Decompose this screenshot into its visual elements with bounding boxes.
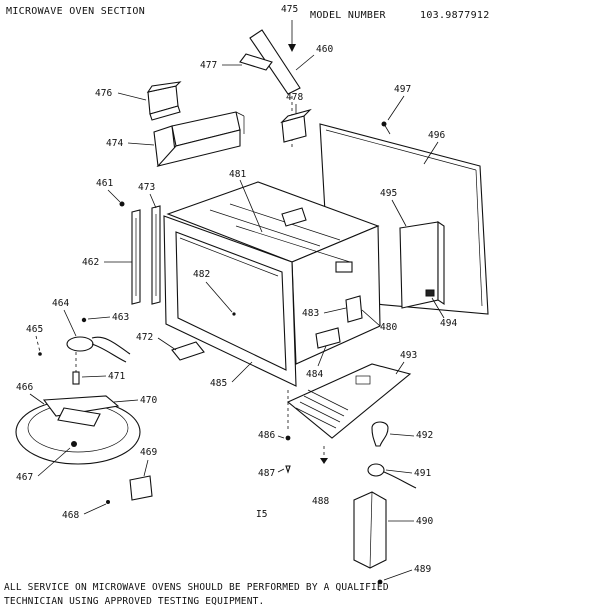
stirrer-assembly bbox=[239, 20, 301, 150]
callout-489: 489 bbox=[414, 564, 431, 575]
callout-496: 496 bbox=[428, 130, 445, 141]
callout-480: 480 bbox=[380, 322, 397, 333]
callout-470: 470 bbox=[140, 395, 157, 406]
callout-481: 481 bbox=[229, 169, 246, 180]
shaft-471 bbox=[72, 352, 80, 385]
plate-469 bbox=[106, 475, 153, 504]
callout-474: 474 bbox=[106, 138, 123, 149]
callout-468: 468 bbox=[62, 510, 79, 521]
block-478 bbox=[280, 108, 312, 143]
callout-495: 495 bbox=[380, 188, 397, 199]
callout-466: 466 bbox=[16, 382, 33, 393]
callout-490: 490 bbox=[416, 516, 433, 527]
screws-486-488 bbox=[285, 390, 328, 474]
callout-477: 477 bbox=[200, 60, 217, 71]
model-number-label: MODEL NUMBER bbox=[310, 10, 387, 21]
callout-460: 460 bbox=[316, 44, 333, 55]
callout-494: 494 bbox=[440, 318, 457, 329]
callout-475: 475 bbox=[281, 4, 298, 15]
section-title: MICROWAVE OVEN SECTION bbox=[6, 6, 145, 17]
clip-472 bbox=[171, 341, 205, 361]
callout-476: 476 bbox=[95, 88, 112, 99]
callout-483: 483 bbox=[302, 308, 319, 319]
model-number-value: 103.9877912 bbox=[420, 10, 490, 21]
duct-474 bbox=[153, 111, 245, 167]
hinge-strip-462 bbox=[119, 201, 161, 305]
parts-480-483 bbox=[315, 295, 363, 349]
callout-465: 465 bbox=[26, 324, 43, 335]
callout-463: 463 bbox=[112, 312, 129, 323]
callout-482: 482 bbox=[193, 269, 210, 280]
callout-473: 473 bbox=[138, 182, 155, 193]
bracket-476 bbox=[146, 81, 182, 121]
callout-462: 462 bbox=[82, 257, 99, 268]
callout-497: 497 bbox=[394, 84, 411, 95]
oven-cavity bbox=[163, 181, 381, 387]
callout-488: 488 bbox=[312, 496, 329, 507]
bracket-495 bbox=[399, 220, 445, 309]
callout-484: 484 bbox=[306, 369, 323, 380]
callout-487: 487 bbox=[258, 468, 275, 479]
callout-478: 478 bbox=[286, 92, 303, 103]
callout-485: 485 bbox=[210, 378, 227, 389]
callout-472: 472 bbox=[136, 332, 153, 343]
callout-492: 492 bbox=[416, 430, 433, 441]
footer-line-1: ALL SERVICE ON MICROWAVE OVENS SHOULD BE… bbox=[4, 582, 389, 593]
callout-493: 493 bbox=[400, 350, 417, 361]
callout-491: 491 bbox=[414, 468, 431, 479]
callout-464: 464 bbox=[52, 298, 69, 309]
callout-486: 486 bbox=[258, 430, 275, 441]
lamp-socket-464 bbox=[66, 317, 131, 363]
turntable-tray-466 bbox=[15, 395, 141, 465]
callout-469: 469 bbox=[140, 447, 157, 458]
footer-line-2: TECHNICIAN USING APPROVED TESTING EQUIPM… bbox=[4, 596, 264, 607]
page-mark: I5 bbox=[256, 509, 267, 520]
callout-461: 461 bbox=[96, 178, 113, 189]
callout-467: 467 bbox=[16, 472, 33, 483]
lamp-assembly bbox=[353, 421, 417, 585]
base-plate-493 bbox=[286, 363, 412, 439]
callout-471: 471 bbox=[108, 371, 125, 382]
